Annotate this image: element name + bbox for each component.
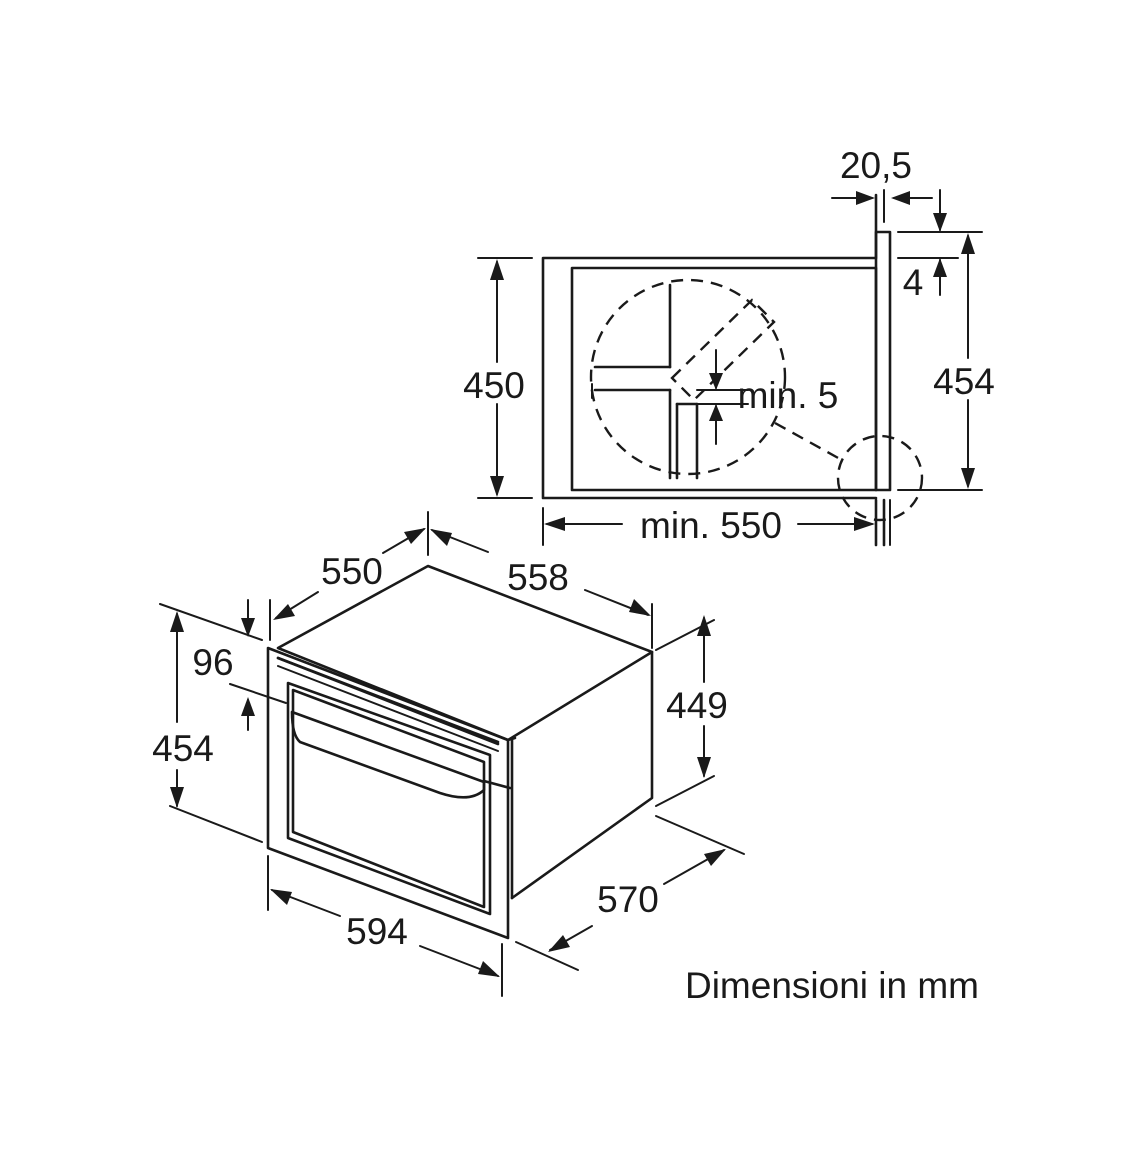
niche-outline <box>541 256 878 500</box>
detail-content <box>591 283 776 480</box>
dim-min-depth <box>542 507 875 546</box>
label-450: 450 <box>463 365 525 406</box>
label-558: 558 <box>507 557 569 598</box>
label-20-5: 20,5 <box>840 145 912 186</box>
label-550: 550 <box>321 551 383 592</box>
label-min-5: min. 5 <box>738 375 839 416</box>
dim-control-panel <box>229 599 287 731</box>
dim-front-width <box>267 855 503 997</box>
dim-top-width <box>430 529 653 649</box>
dim-front-height <box>159 603 263 843</box>
dim-total-depth <box>515 815 745 971</box>
label-454-left: 454 <box>152 728 214 769</box>
section-view <box>477 189 983 547</box>
detail-circle-large <box>589 278 787 476</box>
front-panel-section <box>874 230 892 492</box>
dim-outer-height <box>897 231 983 491</box>
caption: Dimensioni in mm <box>685 965 979 1006</box>
appliance-view <box>266 564 654 940</box>
top-face <box>276 564 654 742</box>
door-handle <box>290 710 486 799</box>
dim-top-gap <box>831 189 933 223</box>
dim-top-offset <box>897 189 959 296</box>
label-594: 594 <box>346 911 408 952</box>
label-min-550: min. 550 <box>640 505 782 546</box>
label-4: 4 <box>903 262 924 303</box>
label-570: 570 <box>597 879 659 920</box>
door-window <box>286 681 492 916</box>
dim-niche-height <box>477 257 533 499</box>
side-face <box>510 650 654 900</box>
dim-body-height <box>655 615 715 807</box>
detail-circle-small <box>836 434 924 522</box>
label-454-right: 454 <box>933 361 995 402</box>
label-96: 96 <box>192 642 233 683</box>
label-449: 449 <box>666 685 728 726</box>
dim-top-depth <box>269 511 429 641</box>
